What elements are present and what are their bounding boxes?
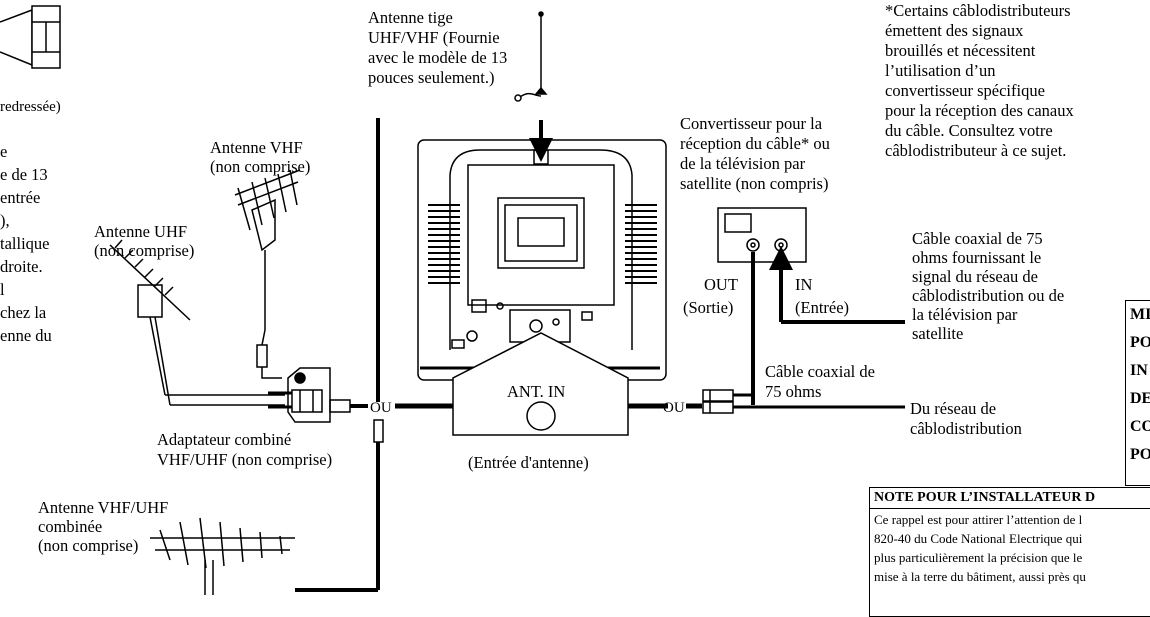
- ant-in-label: ANT. IN: [507, 382, 566, 401]
- rod-antenna-label-line: UHF/VHF (Fournie: [368, 28, 500, 47]
- in-label: IN: [795, 275, 813, 294]
- side-caption-line: MI: [1130, 306, 1150, 323]
- rod-antenna-label-line: Antenne tige: [368, 8, 453, 27]
- installer-note-body: Ce rappel est pour attirer l’attention d…: [870, 509, 1150, 587]
- installer-note-line: 820-40 du Code National Electrique qui: [874, 531, 1083, 546]
- left-text-line: e de 13: [0, 165, 48, 184]
- combined-antenna-label-line: Antenne VHF/UHF: [38, 498, 169, 517]
- side-caption-line: CO: [1130, 418, 1150, 435]
- cable-note-line: pour la réception des canaux: [885, 101, 1074, 120]
- combined-adapter-label-line: VHF/UHF (non comprise): [157, 450, 333, 469]
- combined-antenna-icon: [150, 517, 295, 595]
- ant-in-callout: [452, 332, 668, 436]
- combined-adapter-label-line: Adaptateur combiné: [157, 430, 292, 449]
- side-caption-line: PO: [1130, 446, 1150, 463]
- vhf-antenna-label-line: (non comprise): [210, 157, 311, 176]
- left-text-line: l: [0, 280, 5, 299]
- cable-note-line: câblodistributeur à ce sujet.: [885, 141, 1067, 160]
- rod-antenna-label-line: avec le modèle de 13: [368, 48, 508, 67]
- left-text-line: droite.: [0, 257, 43, 276]
- installer-note-line: plus particulièrement la précision que l…: [874, 550, 1083, 565]
- combined-adapter-icon: [268, 367, 351, 423]
- top-left-caption: redressée): [0, 99, 61, 115]
- or-label-left: OU: [370, 400, 392, 416]
- coax-label-line: 75 ohms: [765, 382, 822, 401]
- cable-note-line: convertisseur spécifique: [885, 81, 1045, 100]
- tv-rear-view: [417, 139, 667, 381]
- ant-in-caption: (Entrée d'antenne): [468, 453, 589, 472]
- out-label: OUT: [704, 275, 738, 294]
- converter-label-line: réception du câble* ou: [680, 134, 830, 153]
- right-coax-connectors: [686, 389, 905, 414]
- combined-antenna-label-line: combinée: [38, 517, 103, 536]
- installer-note-line: Ce rappel est pour attirer l’attention d…: [874, 512, 1083, 527]
- left-text-line: entrée: [0, 188, 41, 207]
- left-text-line: ),: [0, 211, 10, 230]
- cable-signal-label-line: câblodistribution ou de: [912, 286, 1065, 305]
- left-text-line: enne du: [0, 326, 52, 345]
- cable-note-line: du câble. Consultez votre: [885, 121, 1053, 140]
- side-caption-line: IN: [1130, 362, 1148, 379]
- left-text-line: tallique: [0, 234, 50, 253]
- connection-diagram: [0, 5, 905, 595]
- or-label-right: OU: [663, 400, 685, 416]
- side-caption-box: MI PO IN DE CO PO: [1125, 300, 1150, 486]
- converter-label-line: satellite (non compris): [680, 174, 829, 193]
- out-caption: (Sortie): [683, 298, 734, 317]
- side-caption-line: PO: [1130, 334, 1150, 351]
- cable-signal-label-line: signal du réseau de: [912, 267, 1038, 286]
- uhf-antenna-label-line: (non comprise): [94, 241, 195, 260]
- rod-antenna-label-line: pouces seulement.): [368, 68, 495, 87]
- vhf-antenna-label-line: Antenne VHF: [210, 138, 303, 157]
- installer-note-line: mise à la terre du bâtiment, aussi près …: [874, 569, 1086, 584]
- cable-note-line: brouillés et nécessitent: [885, 41, 1036, 60]
- combined-antenna-label-line: (non comprise): [38, 536, 139, 555]
- converter-label-line: de la télévision par: [680, 154, 806, 173]
- converter-label-line: Convertisseur pour la: [680, 114, 823, 133]
- side-caption-line: DE: [1130, 390, 1150, 407]
- installer-note-box: NOTE POUR L’INSTALLATEUR D Ce rappel est…: [869, 487, 1150, 617]
- cable-note-line: l’utilisation d’un: [885, 61, 996, 80]
- antenna-coax-line: [295, 118, 455, 592]
- left-text-line: e: [0, 142, 8, 161]
- installer-note-title: NOTE POUR L’INSTALLATEUR D: [870, 488, 1150, 509]
- cable-signal-label-line: ohms fournissant le: [912, 248, 1042, 267]
- uhf-antenna-label-line: Antenne UHF: [94, 222, 188, 241]
- in-caption: (Entrée): [795, 298, 850, 317]
- uhf-antenna-icon: [109, 239, 285, 406]
- cable-converter-box: [717, 207, 807, 263]
- cable-signal-label-line: satellite: [912, 324, 964, 343]
- cable-note-line: émettent des signaux: [885, 21, 1024, 40]
- cable-network-label-line: câblodistribution: [910, 419, 1022, 438]
- vhf-antenna-icon: [234, 169, 301, 379]
- cable-note-line: *Certains câblodistributeurs: [885, 1, 1071, 20]
- coax-label-line: Câble coaxial de: [765, 362, 875, 381]
- cable-signal-label-line: Câble coaxial de 75: [912, 229, 1043, 248]
- left-text-line: chez la: [0, 303, 47, 322]
- flat-cable-adapter-icon: [0, 5, 61, 69]
- rod-antenna-icon: [514, 11, 548, 102]
- cable-signal-label-line: la télévision par: [912, 305, 1018, 324]
- cable-network-label-line: Du réseau de: [910, 399, 997, 418]
